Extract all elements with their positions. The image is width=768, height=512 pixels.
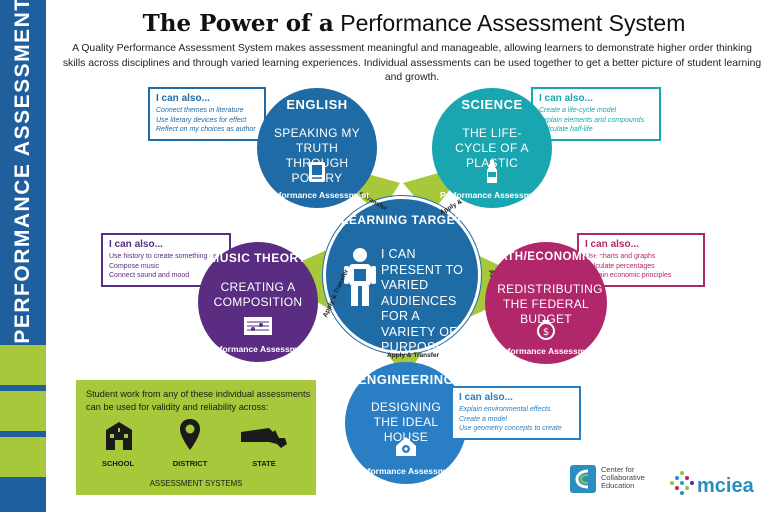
level-label: DISTRICT xyxy=(172,459,208,468)
can-also-item: Use charts and graphs xyxy=(585,253,656,260)
can-also-item: Use geometry concepts to create xyxy=(459,425,562,432)
title-bold: The Power of a xyxy=(142,10,334,37)
music-project: CREATING A COMPOSITION xyxy=(213,280,303,309)
can-also-item: Connect themes in literature xyxy=(156,107,244,114)
can-also-heading: I can also... xyxy=(585,239,639,250)
can-also-item: Explain elements and compounds xyxy=(539,116,645,124)
can-also-item: Use history to create something new xyxy=(109,253,223,260)
science-circle: SCIENCE THE LIFE-CYCLE OF A PLASTIC Perf… xyxy=(432,88,552,208)
learning-target-circle: LEARNING TARGET I CAN PRESENT TO VARIED … xyxy=(323,196,481,354)
book-icon xyxy=(307,161,327,183)
side-accent-bar xyxy=(0,437,46,477)
english-circle: ENGLISH SPEAKING MY TRUTH THROUGH POETRY… xyxy=(257,88,377,208)
can-also-item: Explain economic principles xyxy=(585,272,672,279)
can-also-item: Calculate percentages xyxy=(585,262,655,270)
student-icon xyxy=(340,247,380,307)
mciea-logo-text: mciea xyxy=(697,475,754,497)
ccte-logo xyxy=(570,465,596,493)
english-name: ENGLISH xyxy=(286,97,348,112)
science-can-also-box: I can also... Create a life-cycle model … xyxy=(531,87,661,141)
assessment-systems-description: Student work from any of these individua… xyxy=(86,389,311,412)
learning-target-label: LEARNING TARGET xyxy=(341,213,463,227)
school-icon xyxy=(102,420,136,452)
can-also-item: Connect sound and mood xyxy=(109,272,190,279)
math-name: MATH/ECONOMICS xyxy=(489,251,603,263)
science-name: SCIENCE xyxy=(461,97,523,112)
performance-assessment-label: Performance Assessment xyxy=(264,190,370,200)
apply-transfer-label: Apply & Transfer xyxy=(387,352,440,359)
mciea-logo-mark xyxy=(668,470,696,496)
side-accent-bar xyxy=(0,345,46,385)
music-name: MUSIC THEORY xyxy=(209,251,307,265)
engineering-can-also-box: I can also... Explain environmental effe… xyxy=(451,386,581,440)
can-also-heading: I can also... xyxy=(459,392,513,403)
can-also-item: Create a life-cycle model xyxy=(539,107,617,114)
bottle-icon xyxy=(485,160,499,184)
can-also-item: Reflect on my choices as author xyxy=(156,126,256,133)
location-pin-icon xyxy=(179,418,201,452)
level-label: STATE xyxy=(252,459,276,468)
engineering-circle: ENGINEERING DESIGNING THE IDEAL HOUSE Pe… xyxy=(345,362,467,484)
can-also-item: Use literary devices for effect xyxy=(156,116,247,124)
math-circle: MATH/ECONOMICS REDISTRIBUTING THE FEDERA… xyxy=(485,242,607,364)
level-label: SCHOOL xyxy=(101,459,135,468)
engineering-project: DESIGNING THE IDEAL HOUSE xyxy=(370,400,441,444)
performance-assessment-label: Performance Assessment xyxy=(493,346,599,356)
side-accent-bar xyxy=(0,391,46,431)
can-also-heading: I can also... xyxy=(539,93,593,104)
title-rest: Performance Assessment System xyxy=(340,10,686,36)
engineering-name: ENGINEERING xyxy=(357,372,455,387)
math-can-also-box: I can also... Use charts and graphs Calc… xyxy=(577,233,705,287)
learning-target-text: I CAN PRESENT TO VARIED AUDIENCES FOR A … xyxy=(381,247,464,354)
can-also-item: Explain environmental effects xyxy=(459,406,551,413)
math-project: REDISTRIBUTING THE FEDERAL BUDGET xyxy=(497,282,603,326)
page-title: The Power of a Performance Assessment Sy… xyxy=(60,10,768,37)
massachusetts-map-icon xyxy=(239,424,289,452)
english-can-also-box: I can also... Connect themes in literatu… xyxy=(148,87,266,141)
science-project: THE LIFE-CYCLE OF A PLASTIC xyxy=(455,126,529,170)
svg-text:$: $ xyxy=(543,327,549,338)
performance-assessment-label: Performance Assessment xyxy=(205,344,311,354)
assessment-systems-caption: ASSESSMENT SYSTEMS xyxy=(149,479,243,488)
performance-assessment-label: Performance Assessment xyxy=(353,466,459,476)
money-bag-icon: $ xyxy=(535,318,557,340)
can-also-heading: I can also... xyxy=(109,239,163,250)
music-can-also-box: I can also... Use history to create some… xyxy=(101,233,231,287)
can-also-heading: I can also... xyxy=(156,93,210,104)
can-also-item: Compose music xyxy=(109,262,160,270)
assessment-systems-box: Student work from any of these individua… xyxy=(76,380,316,495)
sheet-music-icon xyxy=(243,316,273,336)
can-also-item: Calculate half-life xyxy=(539,126,593,133)
can-also-item: Create a model xyxy=(459,415,507,423)
music-circle: MUSIC THEORY CREATING A COMPOSITION Perf… xyxy=(198,242,318,362)
performance-assessment-label: Performance Assessment xyxy=(439,190,545,200)
page-subtitle: A Quality Performance Assessment System … xyxy=(62,43,762,83)
house-gear-icon xyxy=(392,434,420,458)
ccte-logo-text: Center for Collaborative Education xyxy=(601,465,645,490)
